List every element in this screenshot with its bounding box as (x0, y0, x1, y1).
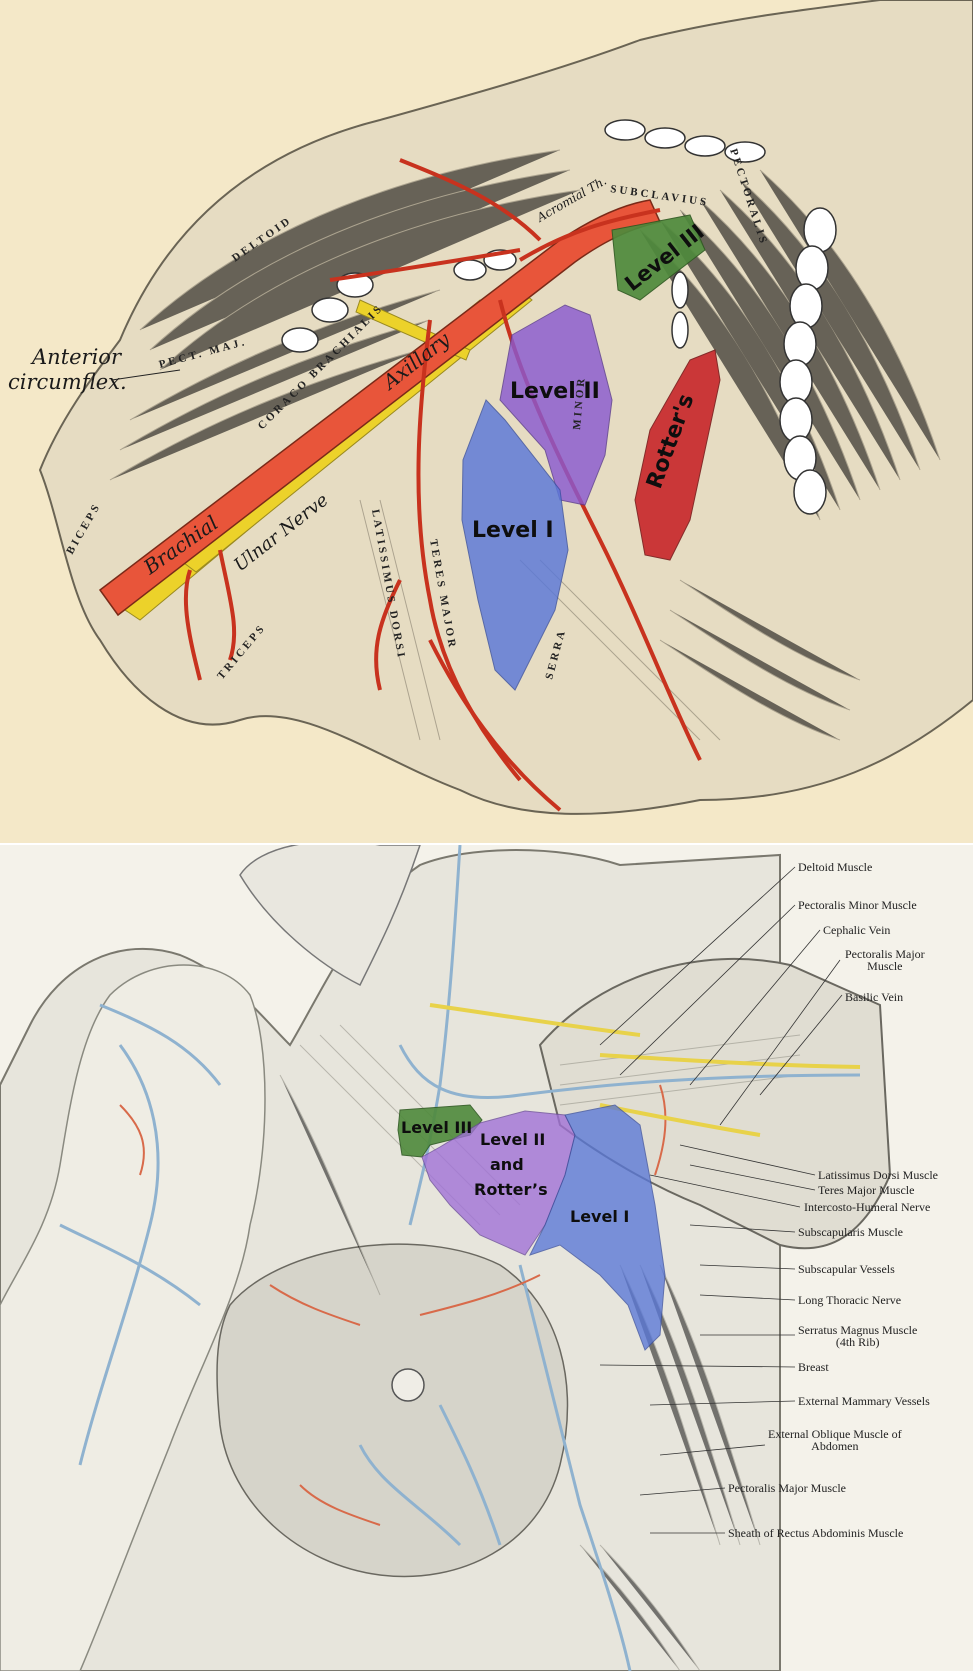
veins (59, 845, 861, 1671)
anterior-circumflex-leader (111, 369, 181, 381)
left-body-profile (0, 964, 266, 1671)
leader-label-basilic-vein: Basilic Vein (845, 990, 904, 1004)
bottom-level-three-region (397, 1104, 483, 1158)
leader-label-pect-minor: Pectoralis Minor Muscle (798, 898, 917, 912)
leader-label-subscapularis: Subscapularis Muscle (798, 1225, 903, 1239)
bottom-level-one-label: Level I (570, 1207, 629, 1226)
leader-label-latissimus: Latissimus Dorsi Muscle (818, 1168, 938, 1182)
bottom-rotters-label: Rotter’s (474, 1180, 548, 1199)
top-figure-drawing: Level III Level II Level I Rotter's DELT… (8, 0, 973, 815)
circumflex-label: circumflex. (8, 370, 127, 394)
leader-label-list: Deltoid Muscle Pectoralis Minor Muscle C… (0, 845, 973, 1671)
arteries (119, 1084, 667, 1526)
bottom-figure-drawing: Level III Level II and Rotter’s Level I (0, 845, 892, 1671)
leader-label-deltoid: Deltoid Muscle (798, 860, 873, 874)
leader-label-serratus: Serratus Magnus Muscle (4th Rib) (798, 1323, 918, 1349)
level-one-region (461, 399, 569, 691)
leader-label-intercosto: Intercosto-Humeral Nerve (804, 1200, 931, 1214)
minor-label: MINOR (571, 375, 588, 430)
nipple (391, 1368, 425, 1402)
leader-lines (599, 866, 843, 1534)
rotters-region (634, 349, 721, 561)
level-two-region (499, 304, 613, 506)
anterior-label: Anterior (30, 345, 123, 369)
level-three-region (611, 214, 706, 301)
leader-label-pect-major: Pectoralis Major Muscle (845, 947, 925, 973)
leader-label-cephalic-vein: Cephalic Vein (823, 923, 891, 937)
top-anatomy-figure: Level III Level II Level I Rotter's DELT… (0, 0, 973, 845)
leader-label-breast: Breast (798, 1360, 829, 1374)
level-one-label: Level I (472, 518, 554, 543)
bottom-and-label: and (490, 1155, 524, 1174)
bottom-anatomy-figure: Level III Level II and Rotter’s Level I (0, 845, 973, 1671)
pectoralis-beads (281, 119, 837, 515)
leader-label-external-oblique: External Oblique Muscle of Abdomen (768, 1427, 902, 1453)
upper-shoulder (239, 845, 421, 987)
bottom-level-one-region (529, 1104, 666, 1351)
bottom-level-two-label: Level II (480, 1130, 545, 1149)
leader-label-rectus-sheath: Sheath of Rectus Abdominis Muscle (728, 1526, 904, 1540)
leader-label-subscapular-vessels: Subscapular Vessels (798, 1262, 895, 1276)
level-two-label: Level II (510, 379, 600, 404)
artery-branches (183, 158, 702, 812)
leader-label-external-mammary: External Mammary Vessels (798, 1394, 930, 1408)
bottom-level-three-label: Level III (401, 1118, 472, 1137)
leader-label-teres-major: Teres Major Muscle (818, 1183, 915, 1197)
leader-label-long-thoracic: Long Thoracic Nerve (798, 1293, 902, 1307)
leader-label-pect-major-lower: Pectoralis Major Muscle (728, 1481, 846, 1495)
